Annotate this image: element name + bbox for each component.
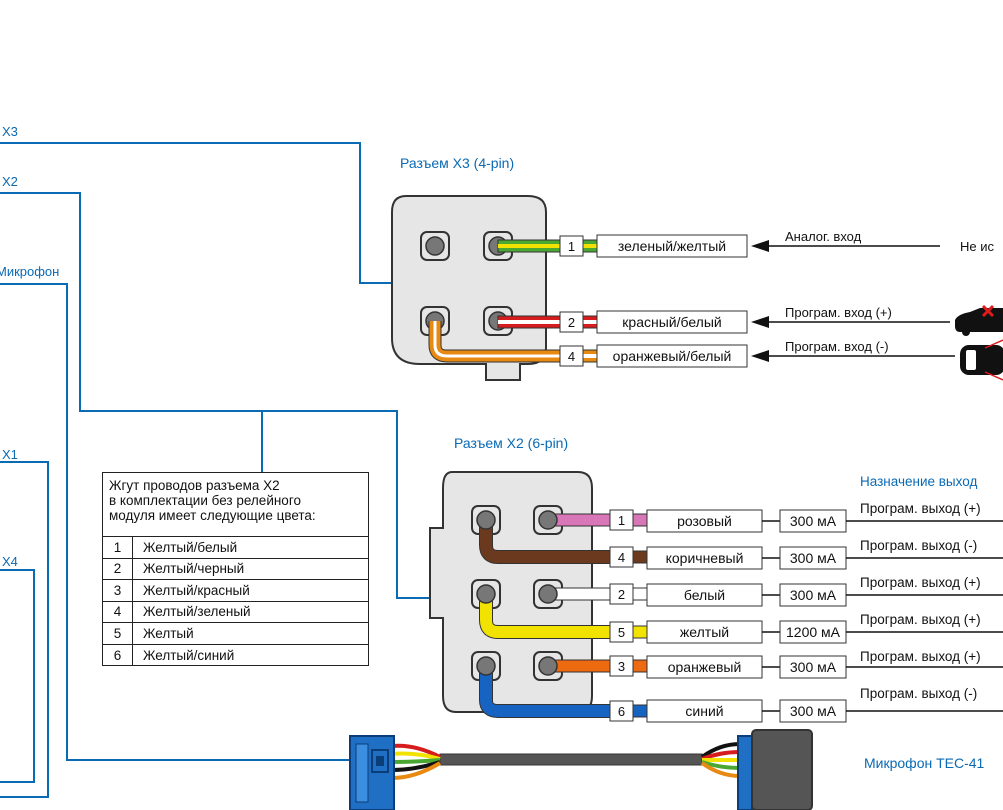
x2-outputs-title: Назначение выход xyxy=(860,474,977,489)
harness-header-line: Жгут проводов разъема X2 xyxy=(109,478,280,493)
row-color: Желтый xyxy=(143,625,194,641)
x2-pin-number: 3 xyxy=(618,659,625,674)
x3-note-label: Не ис xyxy=(960,239,994,254)
x2-pin-number: 2 xyxy=(618,587,625,602)
routing-lines xyxy=(0,142,432,798)
x3-pin-number: 1 xyxy=(568,239,575,254)
x2-pin-box xyxy=(609,621,634,643)
x2-color-label: оранжевый xyxy=(668,659,742,675)
x3-title: Разъем X3 (4-pin) xyxy=(400,155,514,171)
row-color: Желтый/белый xyxy=(143,539,238,555)
x2-current-label: 300 мА xyxy=(790,587,837,603)
x2-pin-number: 6 xyxy=(618,704,625,719)
x2-function-label: Програм. выход (+) xyxy=(860,612,981,627)
table-row: 1 Желтый/белый xyxy=(103,537,368,559)
x2-function-label: Програм. выход (+) xyxy=(860,649,981,664)
row-color: Желтый/зеленый xyxy=(143,604,251,620)
row-number: 1 xyxy=(103,537,133,558)
row-color: Желтый/черный xyxy=(143,561,245,577)
x3-pin-number: 4 xyxy=(568,349,575,364)
x2-pin-box xyxy=(609,583,634,605)
x3-pin-box xyxy=(559,235,584,257)
harness-table-header: Жгут проводов разъема X2 в комплектации … xyxy=(103,473,368,537)
x2-wire-5 xyxy=(479,594,648,639)
harness-header-line: в комплектации без релейного xyxy=(109,493,301,508)
label-microphone: Микрофон xyxy=(0,264,59,279)
x3-pin-number: 2 xyxy=(568,315,575,330)
car-door-icon xyxy=(955,304,1003,336)
row-number: 6 xyxy=(103,644,133,666)
table-row: 6 Желтый/синий xyxy=(103,644,368,666)
microphone-label: Микрофон TEC-41 xyxy=(864,755,985,771)
x2-current-label: 300 мА xyxy=(790,513,837,529)
x2-current-label: 1200 мА xyxy=(786,624,841,640)
x2-current-label: 300 мА xyxy=(790,659,837,675)
x3-function-label: Програм. вход (-) xyxy=(785,339,889,354)
x2-title: Разъем X2 (6-pin) xyxy=(454,435,568,451)
x2-function-label: Програм. выход (-) xyxy=(860,538,977,553)
x2-pin-number: 1 xyxy=(618,513,625,528)
table-row: 2 Желтый/черный xyxy=(103,558,368,580)
line-x2 xyxy=(0,192,432,599)
x2-pin-box xyxy=(609,700,634,722)
x2-function-label: Програм. выход (-) xyxy=(860,686,977,701)
row-color: Желтый/красный xyxy=(143,582,250,598)
x2-current-label: 300 мА xyxy=(790,703,837,719)
x2-function-label: Програм. выход (+) xyxy=(860,575,981,590)
label-x4: X4 xyxy=(2,554,18,569)
x3-color-label: оранжевый/белый xyxy=(613,348,732,364)
x2-function-label: Програм. выход (+) xyxy=(860,501,981,516)
x3-color-box xyxy=(596,234,748,258)
x3-color-label: красный/белый xyxy=(622,314,721,330)
x2-color-label: желтый xyxy=(680,624,729,640)
label-x1: X1 xyxy=(2,447,18,462)
x3-pin-box xyxy=(559,311,584,333)
line-x3 xyxy=(0,142,392,284)
harness-color-table: Жгут проводов разъема X2 в комплектации … xyxy=(102,472,369,666)
x2-pin-box xyxy=(609,546,634,568)
label-x3: X3 xyxy=(2,124,18,139)
row-number: 5 xyxy=(103,623,133,644)
x2-current-label: 300 мА xyxy=(790,550,837,566)
row-number: 2 xyxy=(103,558,133,579)
x3-pin-box xyxy=(559,345,584,367)
car-top-icon xyxy=(960,339,1003,381)
row-number: 3 xyxy=(103,580,133,601)
x2-pin-box xyxy=(609,509,634,531)
harness-header-line: модуля имеет следующие цвета: xyxy=(109,508,316,523)
x3-color-box xyxy=(596,310,748,334)
x3-color-box xyxy=(596,344,748,368)
x3-function-label: Програм. вход (+) xyxy=(785,305,892,320)
x2-pin-box xyxy=(609,655,634,677)
x2-color-label: розовый xyxy=(677,513,732,529)
table-row: 5 Желтый xyxy=(103,623,368,645)
x2-color-label: белый xyxy=(684,587,725,603)
row-number: 4 xyxy=(103,601,133,622)
microphone-plug-right xyxy=(737,729,813,810)
x2-color-label: синий xyxy=(685,703,723,719)
line-x1 xyxy=(0,461,49,798)
table-row: 4 Желтый/зеленый xyxy=(103,601,368,623)
label-x2: X2 xyxy=(2,174,18,189)
x2-wire-4 xyxy=(479,520,648,564)
x3-color-label: зеленый/желтый xyxy=(618,238,726,254)
microphone-cable xyxy=(391,742,741,780)
microphone-plug-left xyxy=(349,735,395,810)
table-row: 3 Желтый/красный xyxy=(103,580,368,602)
x2-color-label: коричневый xyxy=(666,550,744,566)
line-mic xyxy=(0,283,350,761)
x2-pin-number: 4 xyxy=(618,550,625,565)
x3-function-label: Аналог. вход xyxy=(785,229,862,244)
line-x4 xyxy=(0,569,35,783)
row-color: Желтый/синий xyxy=(143,647,235,663)
x2-pin-number: 5 xyxy=(618,625,625,640)
